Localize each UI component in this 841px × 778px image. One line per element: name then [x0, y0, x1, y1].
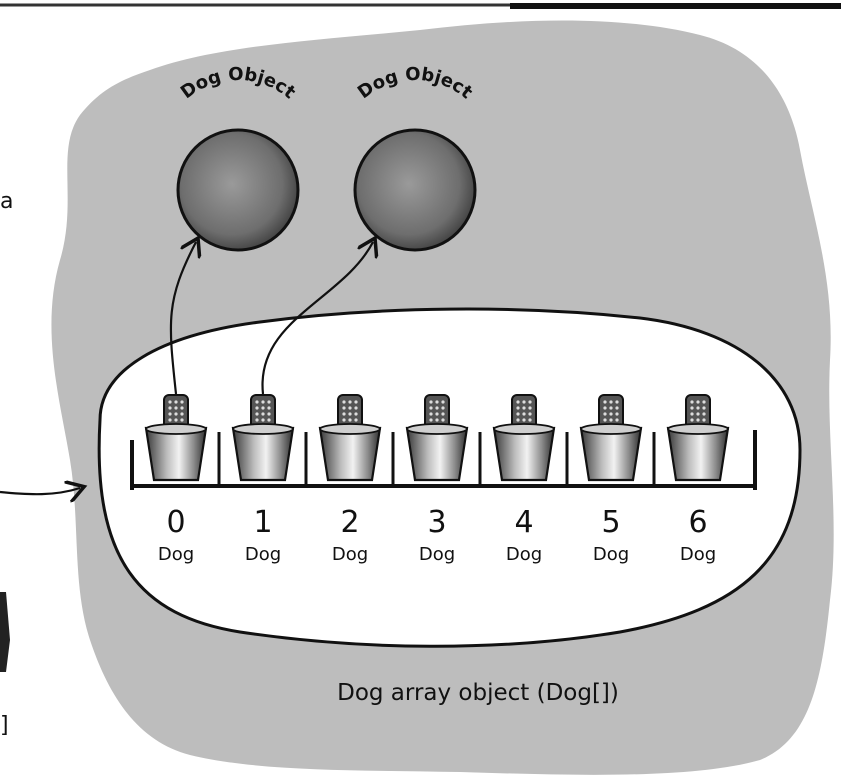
slot-index-label: 4 — [514, 505, 533, 540]
dog-object-sphere — [353, 128, 477, 252]
slot-type-label: Dog — [593, 544, 629, 565]
dog-object-sphere — [176, 128, 300, 252]
cup-icon — [231, 426, 295, 482]
cropped-text-bottom: ] — [0, 713, 9, 738]
slot-index-label: 5 — [601, 505, 620, 540]
reference-arrow — [261, 242, 373, 395]
incoming-reference-arrow — [0, 488, 80, 494]
cup-icon — [492, 426, 556, 482]
slot-index-label: 3 — [427, 505, 446, 540]
cup-icon — [579, 426, 643, 482]
cup-icon — [318, 426, 382, 482]
slot-index-label: 1 — [253, 505, 272, 540]
cup-icon — [666, 426, 730, 482]
slot-index-label: 0 — [166, 505, 185, 540]
cup-icon — [144, 426, 208, 482]
slot-type-label: Dog — [332, 544, 368, 565]
reference-arrow — [169, 242, 196, 395]
array-caption: Dog array object (Dog[]) — [337, 680, 619, 706]
slot-type-label: Dog — [680, 544, 716, 565]
slot-type-label: Dog — [158, 544, 194, 565]
slot-type-label: Dog — [419, 544, 455, 565]
cropped-remote-edge — [0, 592, 10, 672]
reference-arrows — [169, 242, 373, 395]
slot-type-label: Dog — [245, 544, 281, 565]
slot-type-label: Dog — [506, 544, 542, 565]
slot-index-label: 2 — [340, 505, 359, 540]
slot-index-label: 6 — [688, 505, 707, 540]
cropped-text-top: a — [0, 189, 13, 214]
array-rack — [130, 430, 757, 490]
cup-icon — [405, 426, 469, 482]
